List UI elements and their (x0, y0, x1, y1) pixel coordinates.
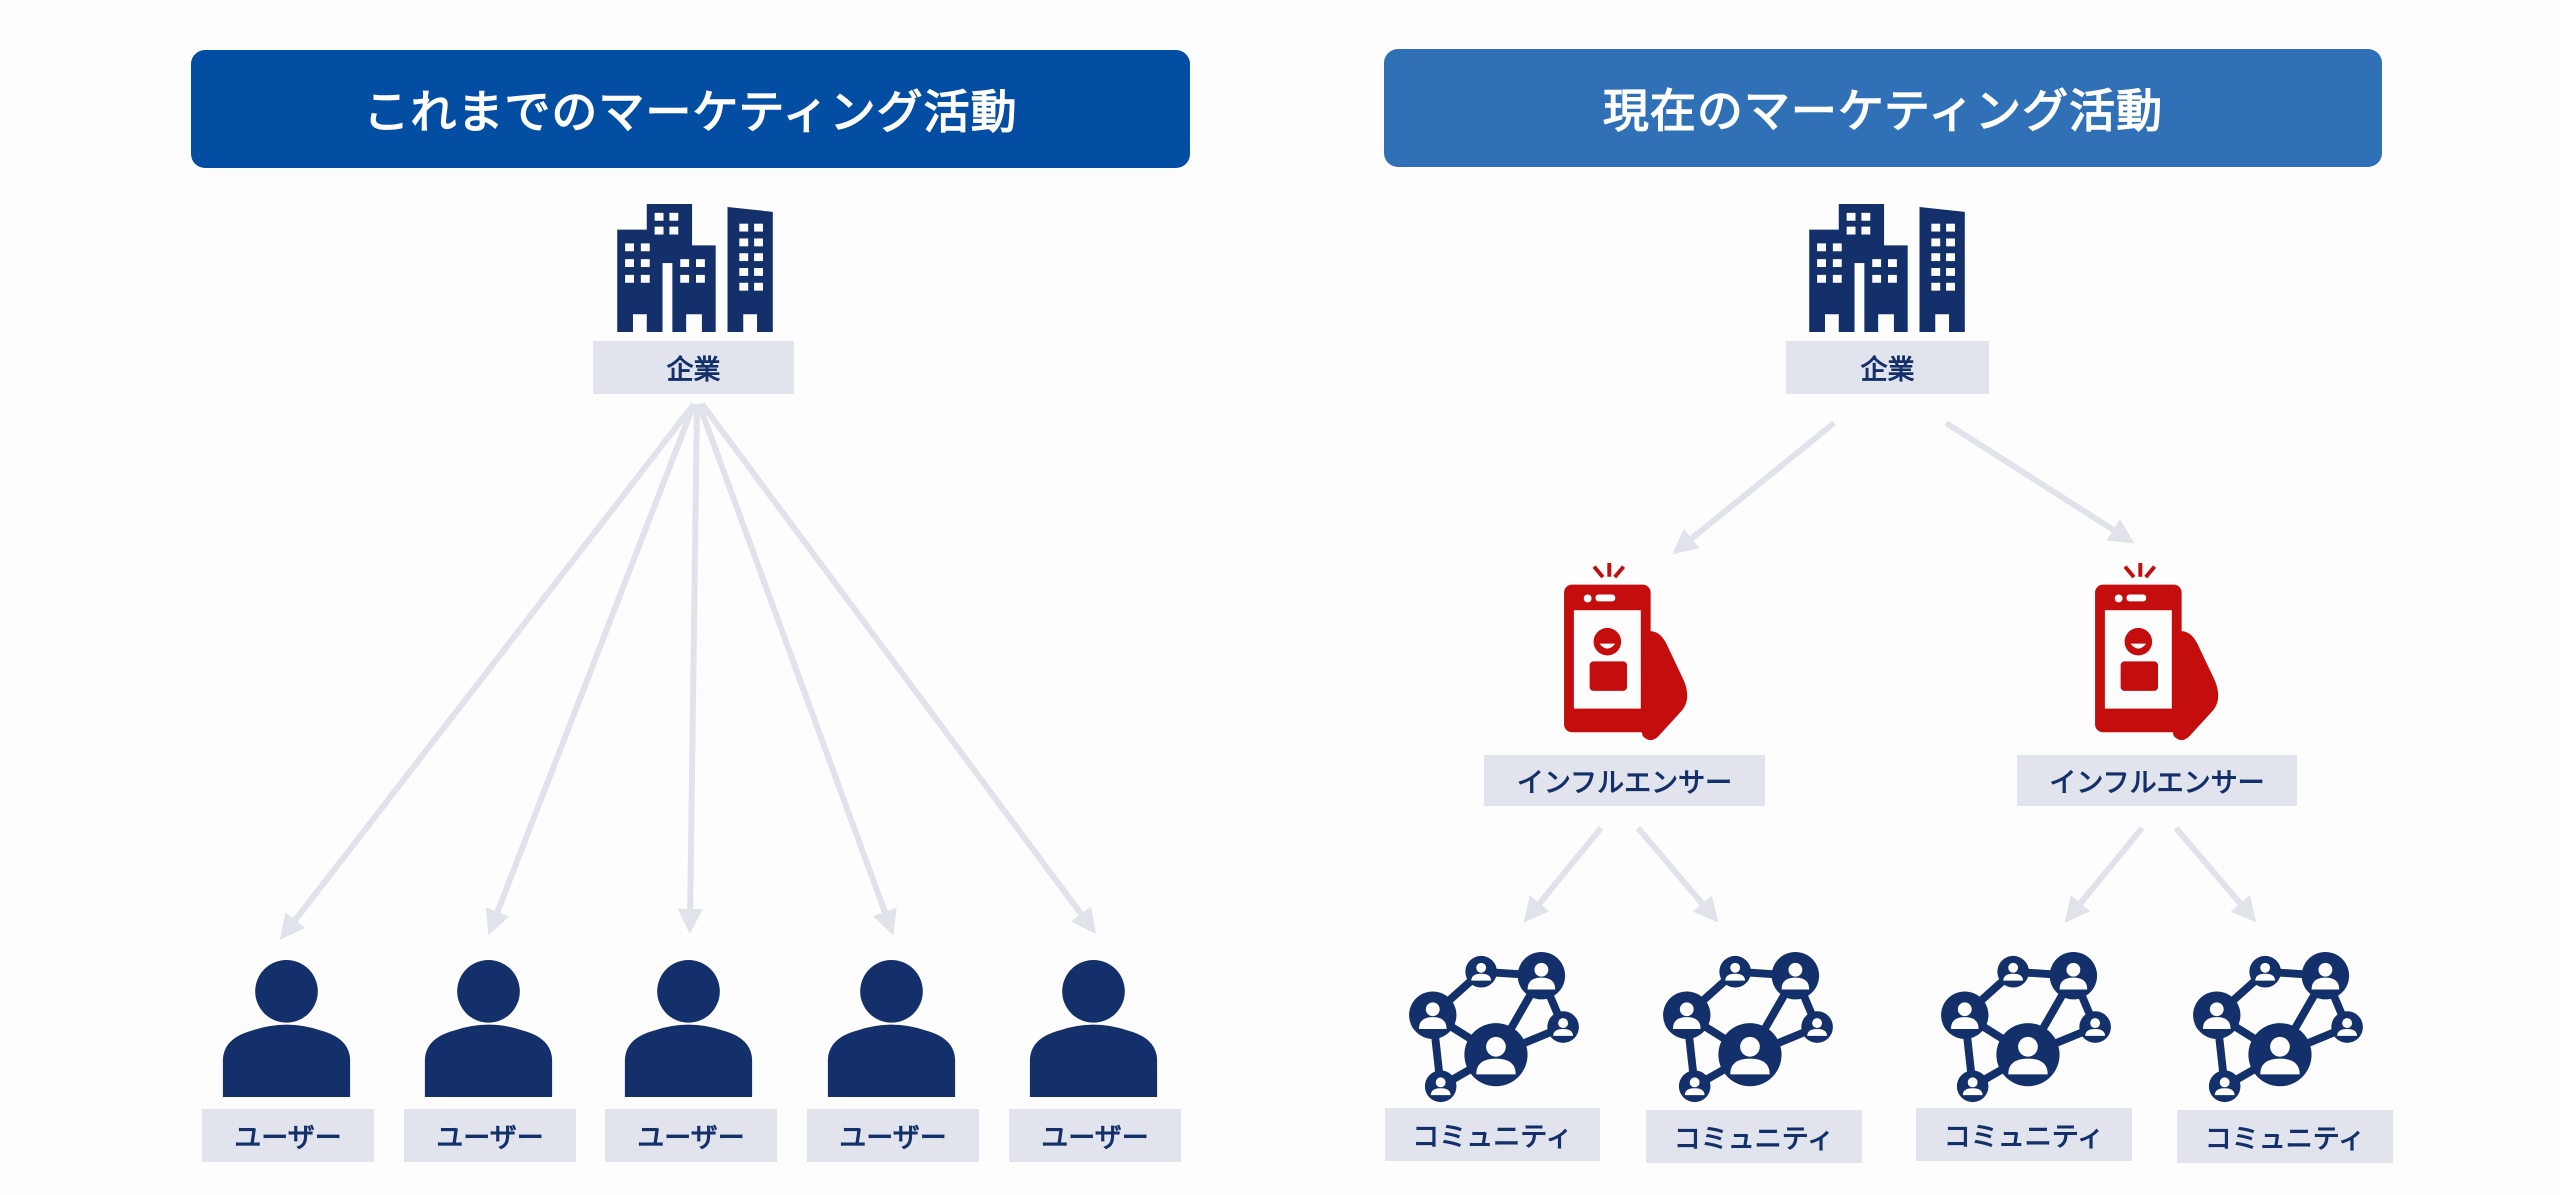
arrow-company-to-user-2 (485, 402, 697, 936)
buildings-icon (615, 204, 777, 332)
influencer-label-2: インフルエンサー (2017, 755, 2297, 806)
person-icon (222, 960, 351, 1097)
arrow-company-to-influencer-2 (1944, 420, 2135, 544)
community-network-icon (2190, 950, 2365, 1108)
community-label-3: コミュニティ (1916, 1108, 2132, 1161)
buildings-icon (1807, 204, 1969, 332)
person-icon (827, 960, 956, 1097)
person-icon (424, 960, 553, 1097)
community-label-2: コミュニティ (1646, 1110, 1862, 1163)
arrow-influencer1-to-community-2 (1635, 826, 1719, 923)
user-label-4: ユーザー (807, 1109, 979, 1162)
community-label-1: コミュニティ (1385, 1108, 1600, 1161)
person-icon (624, 960, 753, 1097)
user-label-5: ユーザー (1009, 1109, 1181, 1162)
arrow-company-to-user-1 (279, 402, 697, 940)
community-network-icon (1938, 950, 2113, 1108)
person-icon (1029, 960, 1158, 1097)
arrow-influencer2-to-community-1 (2064, 826, 2145, 923)
arrow-company-to-influencer-1 (1672, 420, 1836, 555)
user-label-3: ユーザー (605, 1109, 777, 1162)
left-panel-title: これまでのマーケティング活動 (191, 50, 1190, 168)
smartphone-influencer-icon (1564, 563, 1692, 745)
arrow-influencer1-to-community-1 (1523, 826, 1604, 923)
community-label-4: コミュニティ (2177, 1110, 2393, 1163)
company-label: 企業 (1786, 341, 1989, 394)
arrow-company-to-user-3 (677, 403, 703, 935)
arrow-company-to-user-5 (699, 402, 1097, 935)
influencer-label-1: インフルエンサー (1484, 755, 1765, 806)
company-label: 企業 (593, 341, 794, 394)
right-panel-title: 現在のマーケティング活動 (1384, 49, 2382, 167)
user-label-2: ユーザー (404, 1109, 576, 1162)
smartphone-influencer-icon (2095, 563, 2223, 745)
user-label-1: ユーザー (202, 1109, 374, 1162)
arrow-influencer2-to-community-2 (2173, 826, 2257, 923)
arrow-company-to-user-4 (696, 402, 897, 936)
community-network-icon (1406, 950, 1581, 1108)
community-network-icon (1660, 950, 1835, 1108)
